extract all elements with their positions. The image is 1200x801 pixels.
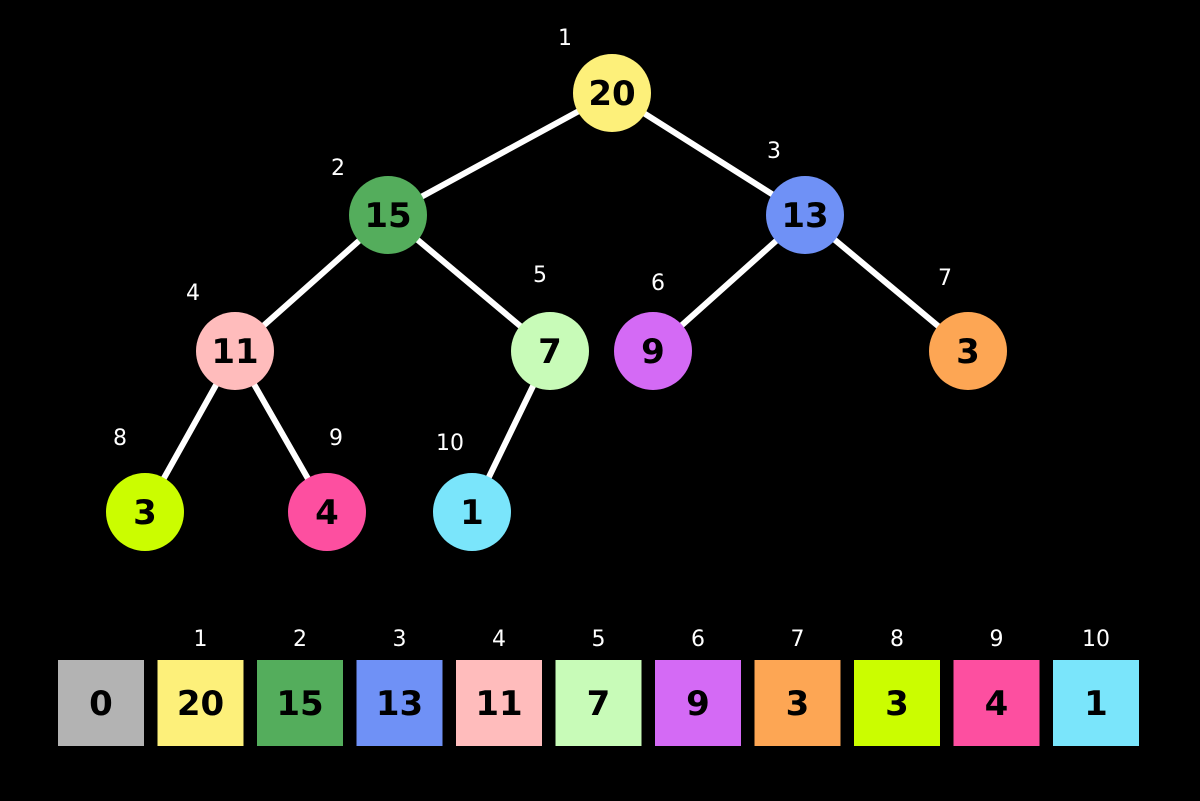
- array-cell: 38: [854, 627, 940, 746]
- array-cell-box: [854, 660, 940, 746]
- array-cell-value: 9: [686, 684, 710, 724]
- tree-node-value: 4: [315, 493, 339, 533]
- array-cell-box: [157, 660, 244, 746]
- tree-node-circle: [106, 473, 184, 551]
- array-cell-value: 3: [885, 684, 909, 724]
- tree-node-value: 15: [364, 196, 411, 236]
- tree-node-index: 2: [331, 156, 345, 181]
- array-cell: 75: [555, 627, 642, 746]
- array-cell-index: 2: [293, 627, 307, 652]
- tree-node: 15 2: [331, 156, 427, 254]
- tree-node-value: 3: [956, 332, 980, 372]
- array-cell: 1 10: [1053, 627, 1139, 746]
- array-cell-box: [754, 660, 841, 746]
- array-cell-box: [58, 660, 144, 746]
- tree-node-circle: [614, 312, 692, 390]
- tree-node: 38: [106, 426, 184, 551]
- array-cell-box: [356, 660, 443, 746]
- tree-node-circle: [766, 176, 844, 254]
- array-cell: 11 4: [456, 627, 542, 746]
- array-cell-index: 7: [791, 627, 805, 652]
- tree-node: 75: [511, 263, 589, 390]
- array-cell-index: 5: [592, 627, 606, 652]
- array-cell-value: 1: [1084, 684, 1108, 724]
- tree-node-index: 1: [558, 26, 572, 51]
- array-cell-index: 4: [492, 627, 506, 652]
- tree-node-value: 1: [460, 493, 484, 533]
- tree-node: 13 3: [766, 139, 844, 254]
- tree-node-value: 13: [781, 196, 828, 236]
- array-cell-box: [1053, 660, 1139, 746]
- tree-node-value: 3: [133, 493, 157, 533]
- array-cell: 49: [953, 627, 1040, 746]
- tree-node-index: 6: [651, 271, 665, 296]
- tree-node-value: 20: [588, 74, 635, 114]
- tree-node-index: 9: [329, 426, 343, 451]
- array-cell-box: [456, 660, 542, 746]
- tree-node: 96: [614, 271, 692, 390]
- array-cell: 0: [58, 660, 144, 746]
- tree-node-index: 7: [938, 266, 952, 291]
- array-cell: 37: [754, 627, 841, 746]
- tree-node: 49: [288, 426, 366, 551]
- tree-node-index: 10: [436, 431, 464, 456]
- array-cell-box: [257, 660, 343, 746]
- tree-node-value: 7: [538, 332, 562, 372]
- array-cell-box: [555, 660, 642, 746]
- array-cell: 13 3: [356, 627, 443, 746]
- tree-node-circle: [433, 473, 511, 551]
- tree-node: 11 4: [186, 281, 274, 390]
- array-cell: 96: [655, 627, 741, 746]
- array-cell: 15 2: [257, 627, 343, 746]
- tree-node-index: 5: [533, 263, 547, 288]
- array-cell-index: 3: [393, 627, 407, 652]
- tree-node-value: 9: [641, 332, 665, 372]
- array-cell-value: 3: [786, 684, 810, 724]
- tree-edges: [142, 90, 971, 515]
- tree-node: 37: [929, 266, 1007, 390]
- tree-edge: [385, 90, 615, 218]
- tree-node-index: 8: [113, 426, 127, 451]
- array-cell-value: 20: [177, 684, 224, 724]
- tree-node-index: 4: [186, 281, 200, 306]
- tree-node: 20 1: [558, 26, 651, 132]
- tree-node-index: 3: [767, 139, 781, 164]
- array-cell-index: 6: [691, 627, 705, 652]
- tree-node-circle: [349, 176, 427, 254]
- array-cell-box: [953, 660, 1040, 746]
- tree-node-circle: [573, 54, 651, 132]
- tree-node-circle: [196, 312, 274, 390]
- array-cell-value: 7: [587, 684, 611, 724]
- tree-node-circle: [511, 312, 589, 390]
- tree-node-circle: [288, 473, 366, 551]
- tree-node-value: 11: [211, 332, 258, 372]
- array-cell-index: 1: [194, 627, 208, 652]
- array-cell-index: 10: [1082, 627, 1110, 652]
- array-cell-value: 13: [376, 684, 423, 724]
- array-cell-index: 8: [890, 627, 904, 652]
- array-cell-value: 11: [475, 684, 522, 724]
- array-cell-value: 4: [985, 684, 1009, 724]
- tree-node-circle: [929, 312, 1007, 390]
- tree-node: 1 10: [433, 431, 511, 551]
- array-cell-box: [655, 660, 741, 746]
- array-cell-value: 0: [89, 684, 113, 724]
- array-cell-index: 9: [990, 627, 1004, 652]
- array-cell-value: 15: [276, 684, 323, 724]
- array-cell: 20 1: [157, 627, 244, 746]
